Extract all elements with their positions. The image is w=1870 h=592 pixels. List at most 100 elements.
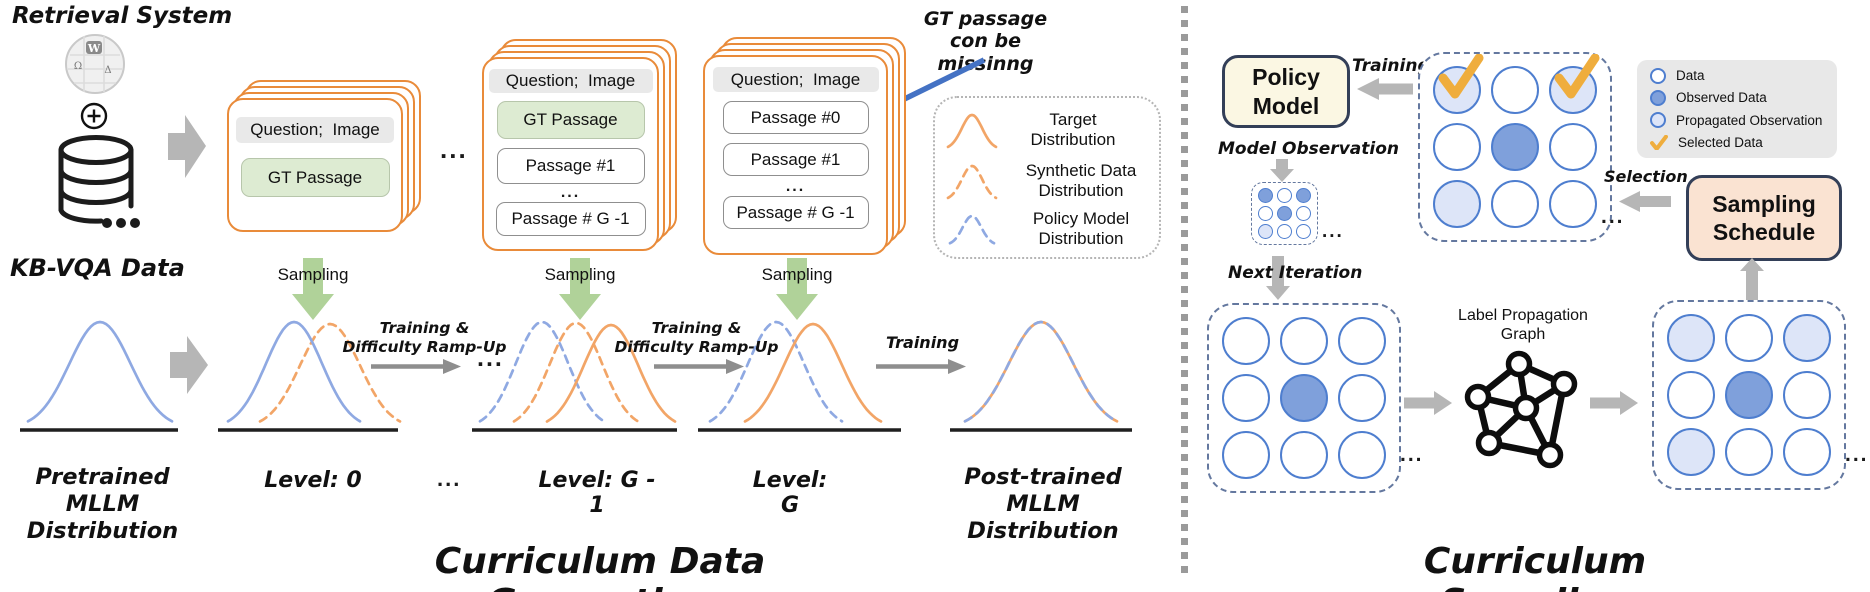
grid-cell-prop bbox=[1667, 314, 1715, 362]
ramp-up-label: Training & Difficulty Ramp-Up bbox=[342, 319, 507, 356]
ellipsis: ... bbox=[1322, 221, 1344, 242]
grid-cell-prop bbox=[1783, 314, 1831, 362]
grid-cell-data bbox=[1222, 374, 1270, 422]
question-image-chip: Question; Image bbox=[712, 67, 879, 92]
distribution-legend: Target Distribution Synthetic Data Distr… bbox=[933, 96, 1161, 259]
level-g-label: Level: G bbox=[752, 468, 828, 518]
selection-label: Selection bbox=[1604, 167, 1688, 186]
retrieval-to-cards-arrow bbox=[168, 115, 206, 178]
observed-circle-icon bbox=[1650, 89, 1666, 106]
ramp-up-arrow bbox=[371, 359, 461, 374]
sampling-label: Sampling bbox=[761, 265, 833, 284]
legend-row: Target Distribution bbox=[945, 107, 1149, 153]
check-icon bbox=[1437, 53, 1484, 99]
grid-cell-obs bbox=[1725, 371, 1773, 419]
observation-mini-grid bbox=[1251, 182, 1318, 245]
grid-cell-data bbox=[1258, 206, 1273, 221]
gt-passage-chip: GT Passage bbox=[496, 101, 645, 139]
ramp-up-label: Training & Difficulty Ramp-Up bbox=[614, 319, 779, 356]
sampling-label: Sampling bbox=[544, 265, 616, 284]
propagated-circle-icon bbox=[1650, 112, 1666, 129]
level-0-plot bbox=[216, 278, 402, 434]
grid-cell-data bbox=[1338, 317, 1386, 365]
grid-cell-obs bbox=[1491, 123, 1539, 171]
grid-cell-data bbox=[1277, 188, 1292, 203]
sampling-arrow bbox=[559, 258, 601, 320]
kb-vqa-data-label: KB-VQA Data bbox=[10, 254, 185, 282]
grid-cell-obs bbox=[1277, 206, 1292, 221]
distribution-transfer-arrow bbox=[170, 336, 208, 394]
data-legend: Data Observed Data Propagated Observatio… bbox=[1637, 60, 1837, 158]
plus-icon bbox=[80, 102, 108, 130]
sampling-schedule-box: Sampling Schedule bbox=[1686, 175, 1842, 261]
level-g1-plot bbox=[470, 278, 680, 434]
legend-row: Propagated Observation bbox=[1650, 112, 1824, 129]
grid-cell-data bbox=[1338, 431, 1386, 479]
sampling-arrow bbox=[292, 258, 334, 320]
sampling-label: Sampling bbox=[277, 265, 349, 284]
grid-cell-data bbox=[1280, 431, 1328, 479]
to-propagated-grid-arrow bbox=[1590, 391, 1638, 415]
svg-text:Ω: Ω bbox=[74, 61, 82, 72]
ellipsis: ... bbox=[785, 178, 806, 195]
ellipsis: ... bbox=[440, 134, 468, 164]
post-trained-plot bbox=[948, 278, 1134, 434]
card: Question; Image GT Passage Passage #1 ..… bbox=[482, 57, 659, 251]
legend-label: Synthetic Data Distribution bbox=[1025, 161, 1137, 200]
grid-cell-data bbox=[1222, 431, 1270, 479]
post-trained-mllm-label: Post-trained MLLM Distribution bbox=[964, 464, 1122, 544]
legend-row: Selected Data bbox=[1650, 134, 1824, 151]
grid-cell-prop-check bbox=[1433, 53, 1484, 114]
card-stack-level-g: Question; Image Passage #0 Passage #1 ..… bbox=[703, 37, 906, 255]
legend-row: Data bbox=[1650, 67, 1824, 84]
grid-cell-data bbox=[1296, 206, 1311, 221]
card-stack-level-g1: Question; Image GT Passage Passage #1 ..… bbox=[482, 39, 677, 251]
passage-chip: Passage # G -1 bbox=[722, 196, 869, 229]
database-icon bbox=[58, 135, 140, 228]
gt-passage-chip: GT Passage bbox=[240, 158, 390, 197]
grid-cell-data bbox=[1491, 66, 1539, 114]
legend-label: Observed Data bbox=[1676, 90, 1767, 106]
grid-cell-data bbox=[1725, 428, 1773, 476]
check-icon bbox=[1553, 53, 1600, 99]
legend-label: Data bbox=[1676, 68, 1705, 84]
legend-label: Propagated Observation bbox=[1676, 112, 1823, 128]
label-propagation-graph-icon bbox=[1464, 350, 1578, 469]
synthetic-distribution-curve-icon bbox=[946, 164, 998, 199]
left-panel-title: Curriculum Data Generation bbox=[434, 541, 766, 592]
selected-data-grid bbox=[1418, 52, 1612, 242]
ellipsis: ... bbox=[1400, 443, 1424, 466]
legend-label: Selected Data bbox=[1678, 134, 1763, 150]
question-image-chip: Question; Image bbox=[236, 117, 394, 143]
data-circle-icon bbox=[1650, 67, 1666, 84]
grid-cell-data bbox=[1667, 371, 1715, 419]
training-label: Training bbox=[885, 333, 960, 352]
grid-cell-data bbox=[1725, 314, 1773, 362]
target-distribution-curve-icon bbox=[946, 113, 998, 148]
pretrained-distribution-plot bbox=[18, 278, 180, 434]
svg-text:Δ: Δ bbox=[104, 65, 111, 76]
grid-cell-data bbox=[1549, 180, 1597, 228]
wikipedia-globe-icon: W Ω Δ bbox=[65, 34, 125, 94]
selection-arrow bbox=[1619, 191, 1671, 212]
label-propagation-label: Label Propagation Graph bbox=[1458, 307, 1588, 344]
grid-cell-data bbox=[1783, 371, 1831, 419]
ellipsis: ... bbox=[1845, 443, 1869, 466]
legend-label: Policy Model Distribution bbox=[1032, 209, 1130, 248]
grid-cell-data bbox=[1338, 374, 1386, 422]
grid-cell-data bbox=[1280, 317, 1328, 365]
grid-cell-data bbox=[1433, 123, 1481, 171]
right-panel-title: Curriculum Sampling bbox=[1423, 541, 1647, 592]
next-iteration-arrow bbox=[1266, 256, 1290, 300]
grid-cell-data bbox=[1491, 180, 1539, 228]
to-graph-arrow bbox=[1404, 391, 1452, 415]
grid-cell-data bbox=[1296, 224, 1311, 239]
panel-divider bbox=[1181, 6, 1188, 574]
retrieval-system-label: Retrieval System bbox=[12, 3, 233, 29]
grid-cell-obs bbox=[1280, 374, 1328, 422]
next-iteration-label: Next Iteration bbox=[1228, 263, 1363, 283]
ellipsis: ... bbox=[437, 466, 462, 491]
passage-chip: Passage #1 bbox=[496, 148, 645, 184]
grid-cell-prop bbox=[1667, 428, 1715, 476]
